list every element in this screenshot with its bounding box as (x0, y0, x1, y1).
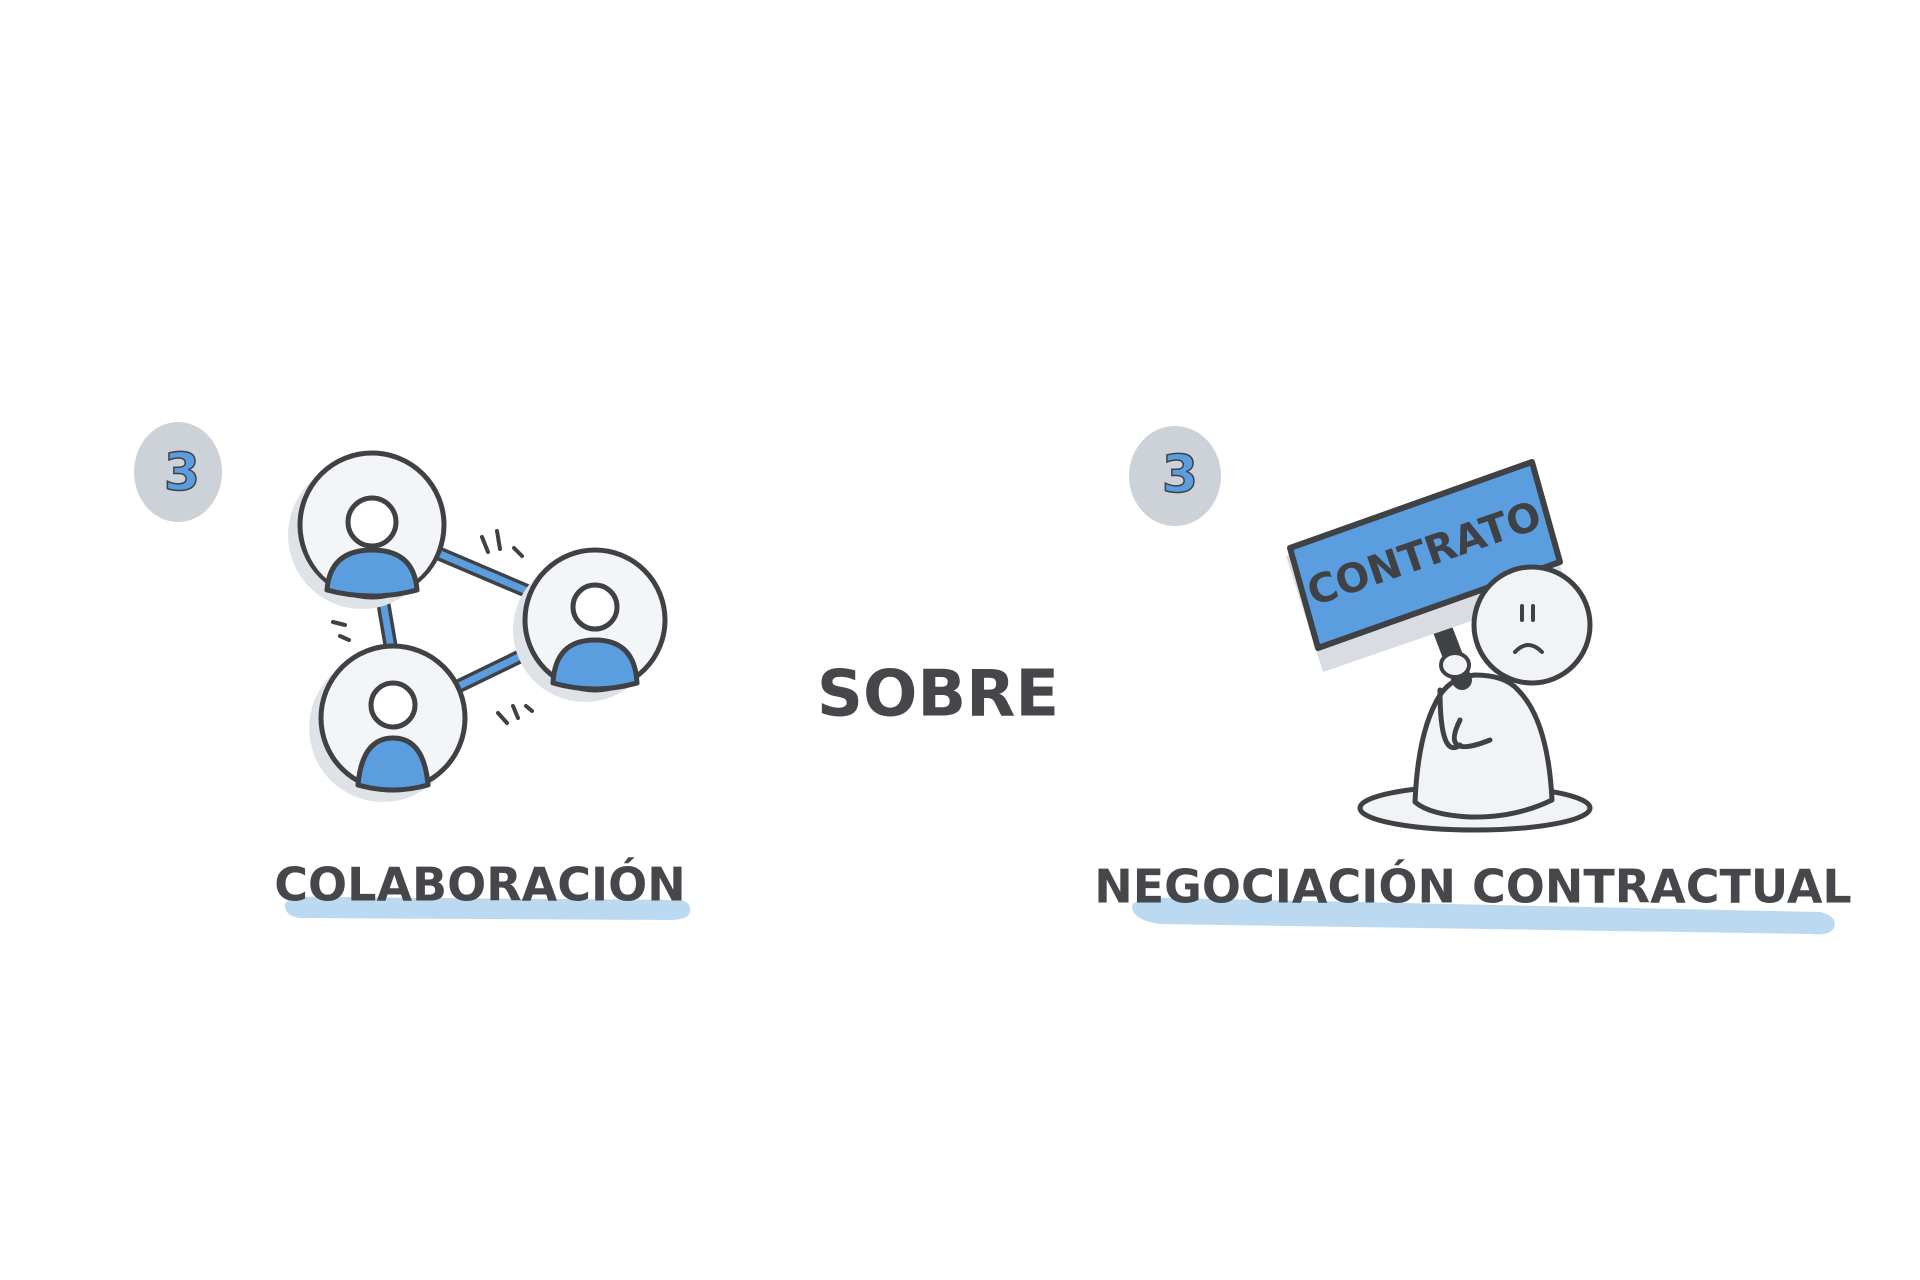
collaboration-network-icon (288, 450, 668, 802)
left-badge-number: 3 (164, 443, 200, 503)
person-node-right (513, 547, 668, 702)
person-node-bottom (309, 643, 468, 802)
sad-face (1471, 564, 1593, 686)
activity-marks (331, 529, 534, 725)
left-panel: 3 (134, 422, 691, 920)
center-connector: SOBRE (817, 658, 1059, 732)
left-number-badge: 3 (134, 422, 222, 522)
right-panel: 3 CONTRATO (1094, 426, 1852, 935)
left-label-group: COLABORACIÓN (274, 858, 691, 920)
left-label: COLABORACIÓN (274, 858, 685, 912)
left-label-underline (284, 896, 691, 920)
person-node-top (288, 450, 447, 609)
right-label-underline (1132, 897, 1835, 935)
center-word: SOBRE (817, 658, 1059, 732)
right-label: NEGOCIACIÓN CONTRACTUAL (1094, 860, 1852, 914)
right-label-group: NEGOCIACIÓN CONTRACTUAL (1094, 860, 1852, 935)
right-number-badge: 3 (1129, 426, 1221, 526)
sad-person-with-sign-icon: CONTRATO (1286, 459, 1593, 833)
right-badge-number: 3 (1162, 445, 1198, 505)
